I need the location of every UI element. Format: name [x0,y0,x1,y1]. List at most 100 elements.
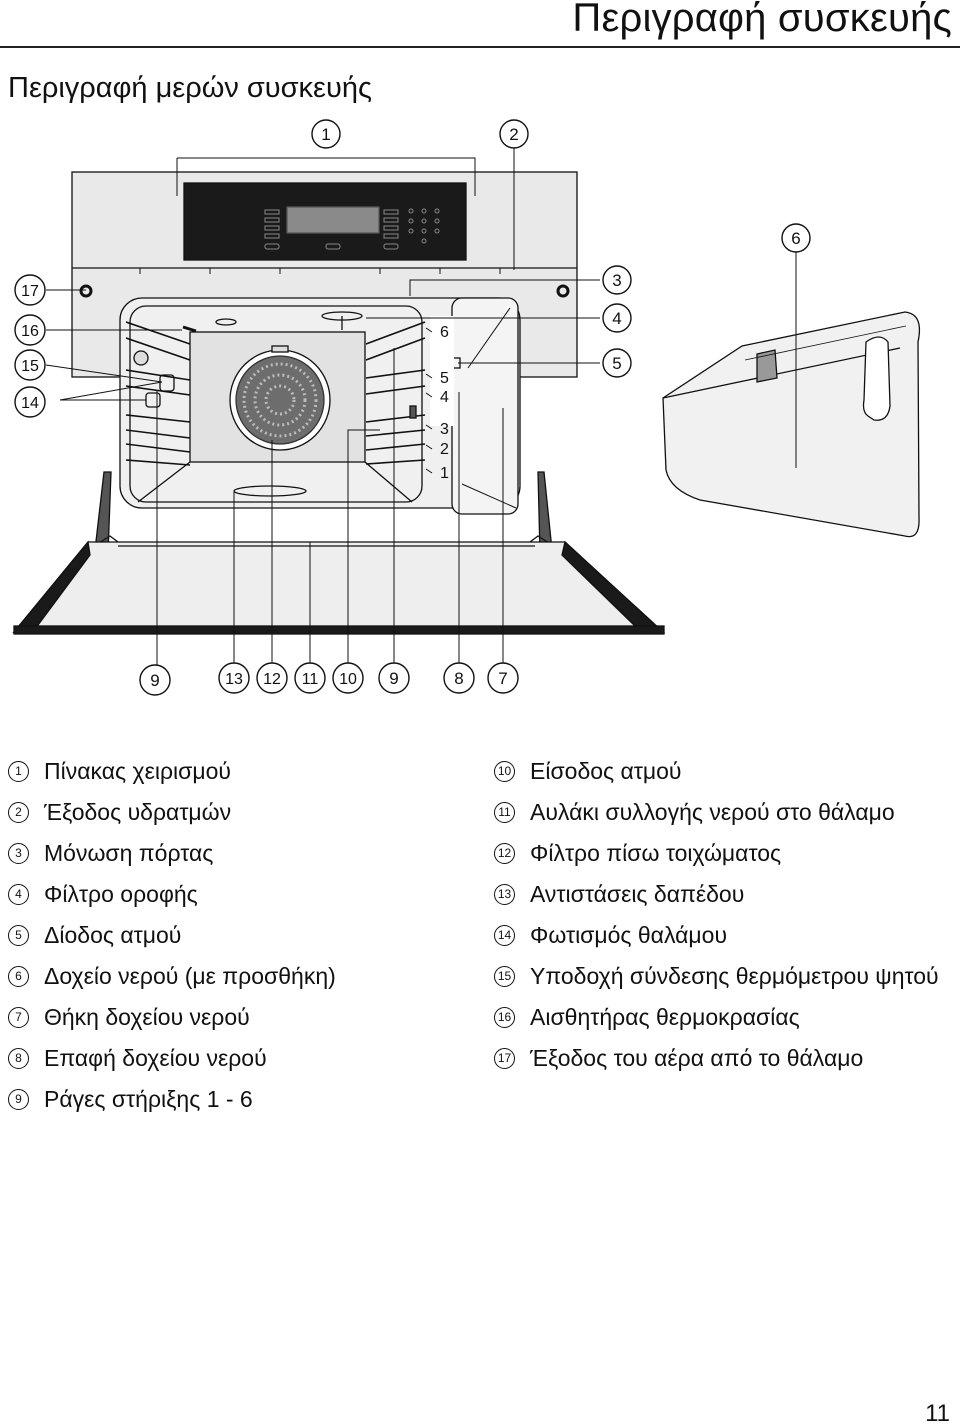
legend-item: 13 Αντιστάσεις δαπέδου [494,881,954,908]
page-number: 11 [925,1400,950,1427]
legend-item: 9 Ράγες στήριξης 1 - 6 [8,1086,468,1113]
legend-text: Έξοδος υδρατμών [44,799,232,825]
legend-number: 2 [8,802,29,823]
legend-text: Είσοδος ατμού [530,758,682,784]
legend-item: 4 Φίλτρο οροφής [8,881,468,908]
callout-5: 5 [602,348,632,378]
legend-number: 4 [8,884,29,905]
callout-1: 1 [311,119,341,149]
callout-4: 4 [602,303,632,333]
legend-text: Δίοδος ατμού [44,922,182,948]
water-tank-recess [451,297,519,515]
legend-number: 6 [8,966,29,987]
legend-number: 5 [8,925,29,946]
legend-item: 8 Επαφή δοχείου νερού [8,1045,468,1072]
legend-item: 7 Θήκη δοχείου νερού [8,1004,468,1031]
right-rails [365,321,426,465]
legend-item: 15 Υποδοχή σύνδεσης θερμόμετρου ψητού [494,963,954,990]
callout-5-label: 5 [612,354,621,373]
legend-text: Θήκη δοχείου νερού [44,1004,250,1030]
legend-number: 10 [494,761,515,782]
callout-16-label: 16 [21,323,39,340]
callout-15: 15 [14,349,46,381]
callout-3: 3 [602,265,632,295]
callout-11-label: 11 [302,671,319,688]
rail-level-4: 4 [440,389,449,406]
legend-text: Αισθητήρας θερμοκρασίας [530,1004,800,1030]
callout-7-label: 7 [498,669,507,688]
legend-text: Φωτισμός θαλάμου [530,922,728,948]
rail-level-6: 6 [440,324,449,341]
header-title: Περιγραφή συσκευής [572,0,952,40]
rail-level-1: 1 [440,465,449,482]
legend-item: 16 Αισθητήρας θερμοκρασίας [494,1004,954,1031]
callout-17: 17 [14,274,46,306]
legend-number: 9 [8,1089,29,1110]
callout-6: 6 [781,223,811,253]
legend-number: 12 [494,843,515,864]
cavity-light [159,374,175,392]
callout-13: 13 [218,662,250,694]
legend-item: 5 Δίοδος ατμού [8,922,468,949]
callout-13-label: 13 [225,671,243,688]
legend-text: Υποδοχή σύνδεσης θερμόμετρου ψητού [530,963,939,989]
callout-2-label: 2 [509,125,518,144]
legend-number: 1 [8,761,29,782]
callout-7: 7 [487,662,519,694]
callout-16: 16 [14,314,46,346]
leader-lines [45,148,797,670]
legend-text: Φίλτρο οροφής [44,881,198,907]
callout-6-label: 6 [791,229,800,248]
legend-item: 10 Είσοδος ατμού [494,758,954,785]
rail-level-2: 2 [440,441,449,458]
legend-text: Ράγες στήριξης 1 - 6 [44,1086,253,1112]
left-rails [125,321,191,466]
section-title: Περιγραφή μερών συσκευής [8,72,372,104]
callout-2: 2 [499,119,529,149]
legend-item: 1 Πίνακας χειρισμού [8,758,468,785]
callout-1-label: 1 [321,125,330,144]
callout-11: 11 [294,662,326,694]
callout-9b-label: 9 [389,669,398,688]
legend-text: Αυλάκι συλλογής νερού στο θάλαμο [530,799,895,825]
legend-number: 8 [8,1048,29,1069]
air-outlet [215,318,237,326]
legend-text: Πίνακας χειρισμού [44,758,231,784]
legend-number: 3 [8,843,29,864]
callout-12: 12 [256,662,288,694]
legend-number: 17 [494,1048,515,1069]
legend-item: 12 Φίλτρο πίσω τοιχώματος [494,840,954,867]
water-tank [662,311,921,538]
legend-text: Αντιστάσεις δαπέδου [530,881,745,907]
callout-9b: 9 [378,662,410,694]
legend-item: 14 Φωτισμός θαλάμου [494,922,954,949]
callout-8-label: 8 [454,669,463,688]
legend-text: Φίλτρο πίσω τοιχώματος [530,840,782,866]
callout-3-label: 3 [612,271,621,290]
legend-number: 15 [494,966,515,987]
rail-level-5: 5 [440,370,449,387]
display-screen [286,206,380,234]
callout-17-label: 17 [21,283,39,300]
appliance-diagram: 6 5 4 3 2 1 [12,119,921,696]
legend-item: 3 Μόνωση πόρτας [8,840,468,867]
legend-text: Δοχείο νερού (με προσθήκη) [44,963,336,989]
water-channel [233,485,307,497]
callout-9a: 9 [139,664,171,696]
callout-8: 8 [443,662,475,694]
legend-item: 6 Δοχείο νερού (με προσθήκη) [8,963,468,990]
callout-14-label: 14 [21,395,39,412]
legend-number: 16 [494,1007,515,1028]
legend-number: 14 [494,925,515,946]
legend-number: 7 [8,1007,29,1028]
callout-9a-label: 9 [150,671,159,690]
callout-15-label: 15 [21,358,39,375]
rail-level-3: 3 [440,421,449,438]
callout-12-label: 12 [263,671,281,688]
legend-number: 13 [494,884,515,905]
legend-text: Επαφή δοχείου νερού [44,1045,267,1071]
legend-text: Μόνωση πόρτας [44,840,214,866]
